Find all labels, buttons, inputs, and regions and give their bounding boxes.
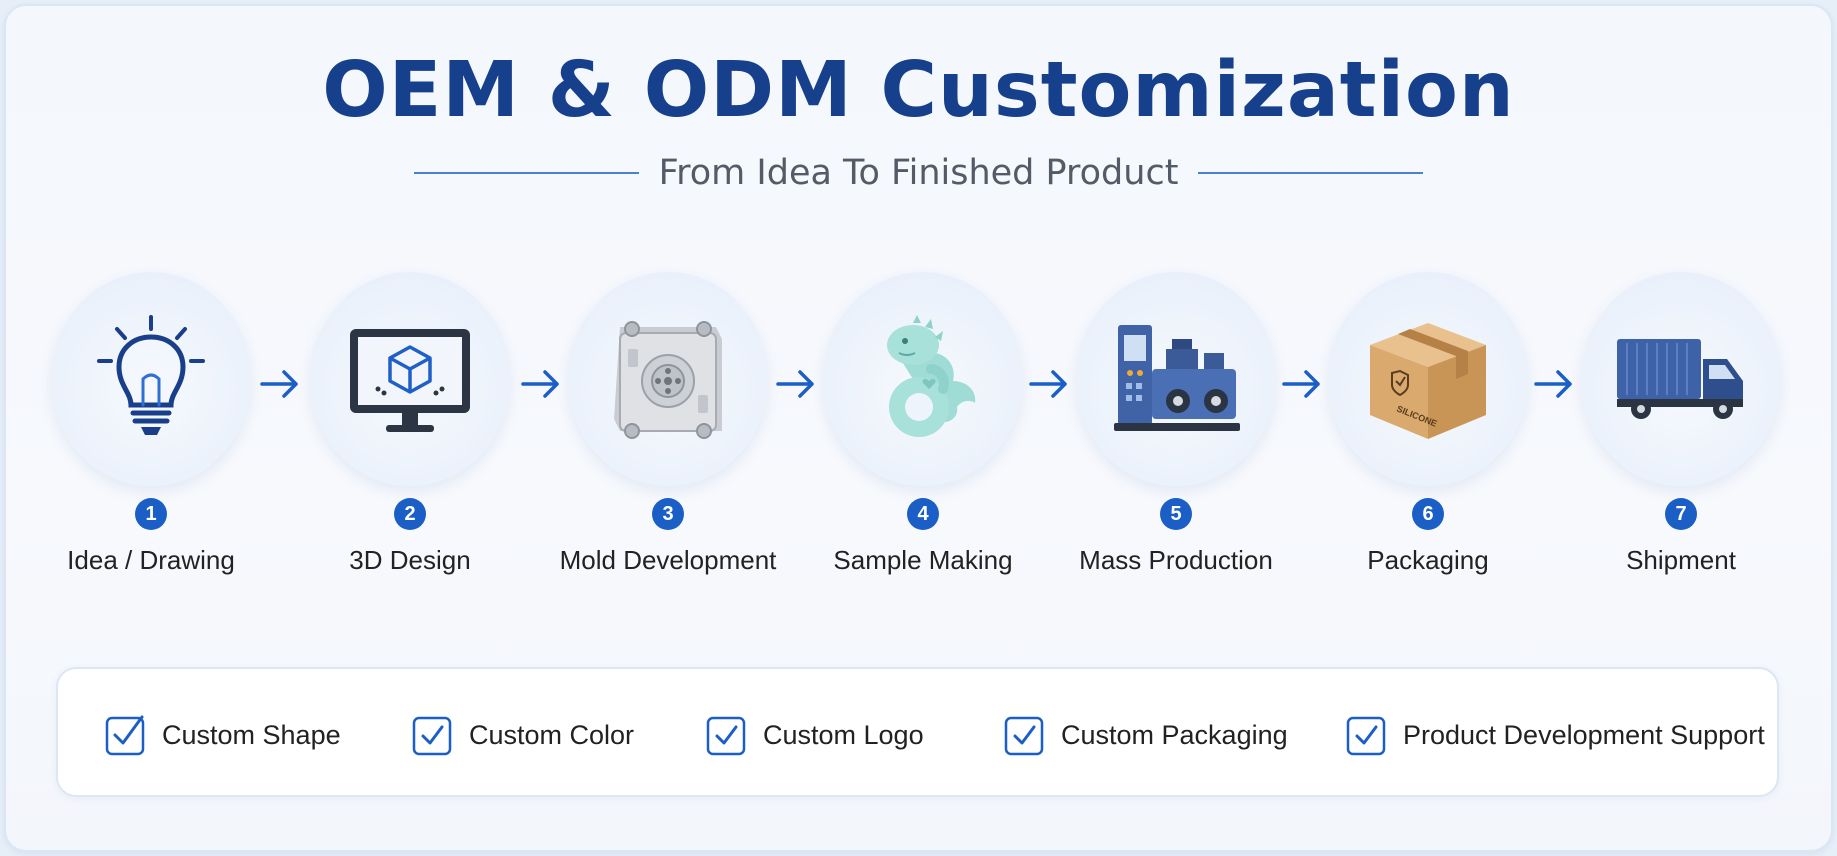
step-label: Mass Production: [1079, 545, 1273, 575]
step-circle: [310, 272, 510, 486]
step-circle: [1076, 272, 1276, 486]
process-step-1: 1 Idea / Drawing: [51, 272, 251, 632]
step-number: 4: [907, 498, 939, 530]
feature-label: Product Development Support: [1403, 719, 1765, 750]
step-circle: [1581, 272, 1781, 486]
arrow-right-icon: [521, 370, 559, 398]
monitor-cube-icon: [350, 329, 470, 432]
step-circle: [568, 272, 768, 486]
step-label: Idea / Drawing: [67, 545, 235, 575]
arrow-right-icon: [1534, 370, 1572, 398]
step-number: 5: [1160, 498, 1192, 530]
step-number: 2: [394, 498, 426, 530]
step-label: Sample Making: [833, 545, 1013, 575]
features-panel: Custom Shape Custom Color Custom Logo Cu…: [56, 667, 1779, 797]
page-subtitle: From Idea To Finished Product: [658, 153, 1179, 193]
arrow-right-icon: [776, 370, 814, 398]
feature-custom-shape: Custom Shape: [104, 713, 341, 757]
subtitle-row: From Idea To Finished Product: [0, 148, 1837, 198]
checkbox-checked-icon: [1346, 716, 1386, 756]
feature-label: Custom Color: [469, 719, 635, 750]
mold-icon: [614, 321, 722, 439]
lightbulb-icon: [97, 315, 205, 435]
feature-custom-packaging: Custom Packaging: [1003, 713, 1288, 757]
machine-icon: [1114, 325, 1240, 431]
process-step-5: 5 Mass Production: [1076, 272, 1276, 632]
dinosaur-teether-icon: [887, 315, 976, 437]
truck-icon: [1617, 339, 1743, 419]
step-circle: [823, 272, 1023, 486]
box-icon: SILICONE: [1370, 323, 1486, 439]
feature-custom-logo: Custom Logo: [705, 713, 924, 757]
step-label: Mold Development: [559, 545, 777, 575]
feature-label: Custom Logo: [763, 719, 924, 750]
step-number: 7: [1665, 498, 1697, 530]
feature-label: Custom Shape: [162, 719, 341, 750]
step-circle: SILICONE: [1328, 272, 1528, 486]
checkbox-checked-icon: [412, 716, 452, 756]
feature-custom-color: Custom Color: [411, 713, 634, 757]
step-label: Shipment: [1626, 545, 1736, 575]
process-step-4: 4 Sample Making: [823, 272, 1023, 632]
page-title: OEM & ODM Customization: [322, 46, 1515, 135]
process-step-7: 7 Shipment: [1581, 272, 1781, 632]
step-number: 6: [1412, 498, 1444, 530]
checkbox-checked-icon: [1004, 716, 1044, 756]
step-number: 1: [135, 498, 167, 530]
subtitle-line-right: [1198, 172, 1424, 174]
subtitle-line-left: [413, 172, 639, 174]
checkbox-checked-icon: [706, 716, 746, 756]
feature-product-development-support: Product Development Support: [1345, 713, 1765, 757]
arrow-right-icon: [1282, 370, 1320, 398]
arrow-right-icon: [260, 370, 298, 398]
feature-label: Custom Packaging: [1061, 719, 1288, 750]
checkbox-checked-icon: [105, 715, 145, 756]
process-step-6: SILICONE 6 Packaging: [1328, 272, 1528, 632]
process-step-2: 2 3D Design: [310, 272, 510, 632]
arrow-right-icon: [1029, 370, 1067, 398]
step-circle: [51, 272, 251, 486]
step-label: Packaging: [1367, 545, 1489, 575]
process-step-3: 3 Mold Development: [560, 272, 776, 632]
step-number: 3: [652, 498, 684, 530]
step-label: 3D Design: [349, 545, 471, 575]
